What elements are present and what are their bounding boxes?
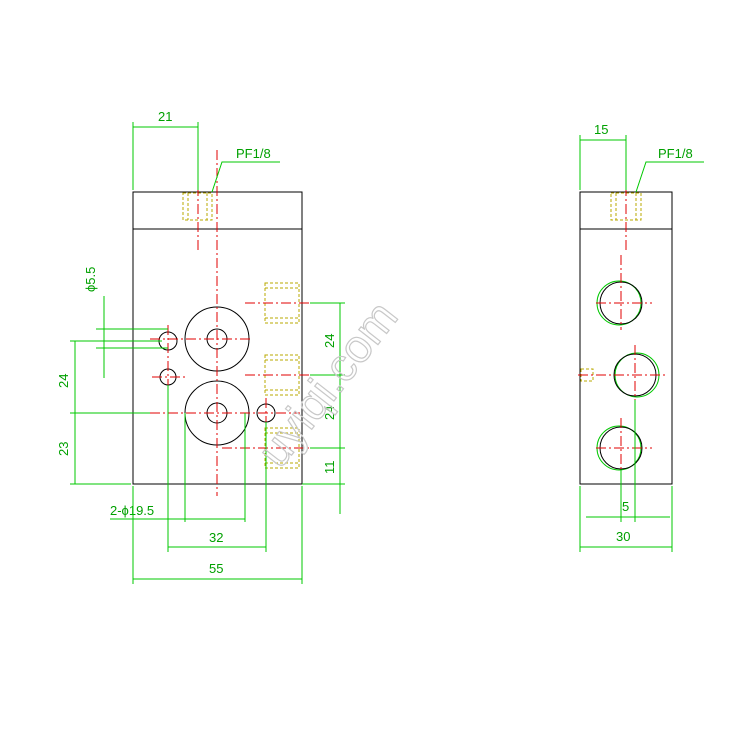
dim-text-phi55: ϕ5.5 xyxy=(83,267,98,292)
dim-text-24-right-b: 24 xyxy=(322,406,337,420)
front-view: 21 PF1/8 ϕ5.5 24 23 24 24 11 2-ϕ19.5 xyxy=(56,109,345,584)
label-pf18-front: PF1/8 xyxy=(236,146,271,161)
leader-pf18-front xyxy=(211,161,280,193)
dim-text-30: 30 xyxy=(616,529,630,544)
front-top-port-hidden xyxy=(182,192,213,221)
dim-text-32: 32 xyxy=(209,530,223,545)
dim-text-24-right-a: 24 xyxy=(322,334,337,348)
dim-text-23-left: 23 xyxy=(56,442,71,456)
dim-text-24-left: 24 xyxy=(56,374,71,388)
label-pf18-side: PF1/8 xyxy=(658,146,693,161)
dim-text-11-right: 11 xyxy=(322,461,337,475)
dim-text-15: 15 xyxy=(594,122,608,137)
leader-pf18-side xyxy=(635,161,704,193)
side-view: 15 PF1/8 5 30 xyxy=(578,122,704,552)
dim-text-21: 21 xyxy=(158,109,172,124)
dim-text-5: 5 xyxy=(622,499,629,514)
dim-text-hole-dia: 2-ϕ19.5 xyxy=(110,503,154,518)
dim-text-55: 55 xyxy=(209,561,223,576)
